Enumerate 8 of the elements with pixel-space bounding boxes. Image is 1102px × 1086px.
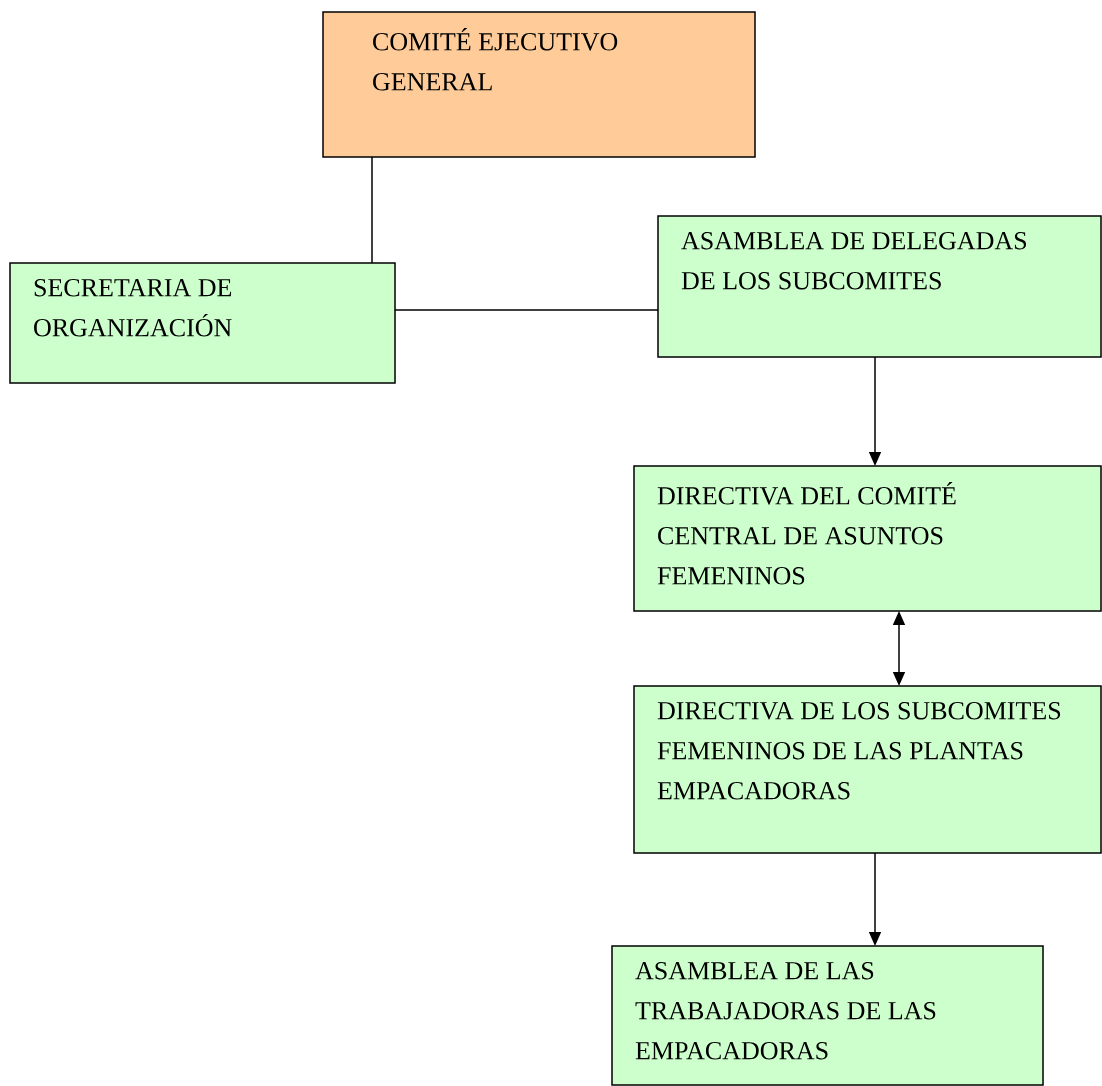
org-box: COMITÉ EJECUTIVO GENERAL xyxy=(322,11,756,158)
org-box: ASAMBLEA DE LAS TRABAJADORAS DE LAS EMPACADORAS xyxy=(611,945,1044,1086)
org-box: SECRETARIA DE ORGANIZACIÓN xyxy=(9,262,396,384)
org-box: ASAMBLEA DE DELEGADAS DE LOS SUBCOMITES xyxy=(657,215,1102,358)
org-box: DIRECTIVA DE LOS SUBCOMITES FEMENINOS DE LAS PLANTAS EMPACADORAS xyxy=(633,685,1102,854)
connector xyxy=(371,156,373,264)
connector xyxy=(394,309,659,311)
org-box: DIRECTIVA DEL COMITÉ CENTRAL DE ASUNTOS FEMENINOS xyxy=(633,465,1102,612)
